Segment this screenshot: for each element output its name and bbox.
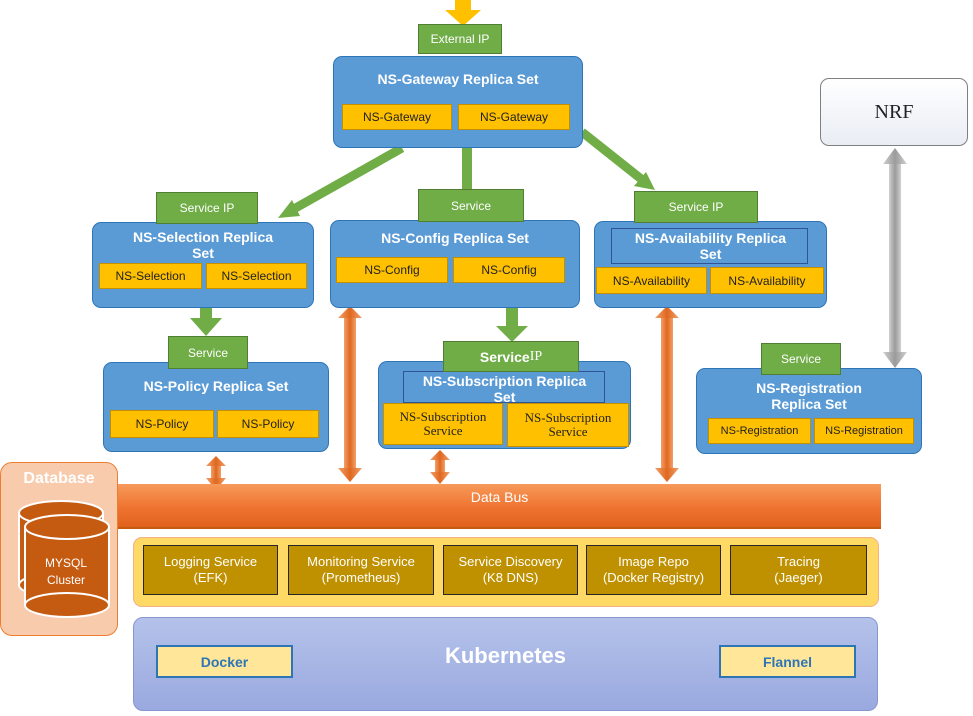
utility-service-discovery: Service Discovery (K8 DNS) — [443, 545, 578, 595]
mysql-cylinder-icon — [18, 500, 110, 618]
subscription-service-ip: Service IP — [443, 341, 579, 372]
utility-discovery-line2: (K8 DNS) — [482, 570, 539, 585]
subscription-databus-arrow — [430, 450, 450, 484]
registration-pod-1: NS-Registration — [708, 418, 811, 444]
docker-label: Docker — [200, 653, 249, 670]
subscription-pod-2-line1: NS-Subscription — [524, 410, 612, 425]
availability-replica-set: NS-Availability Replica Set NS-Availabil… — [594, 221, 827, 308]
selection-service-ip-text: Service IP — [179, 201, 235, 215]
policy-service: Service — [168, 336, 248, 369]
mysql-cluster-label: MYSQL Cluster — [25, 555, 107, 589]
docker-box: Docker — [156, 645, 293, 678]
gateway-replica-set-title: NS-Gateway Replica Set — [377, 71, 539, 87]
external-ip-label: External IP — [418, 24, 502, 54]
config-replica-set-title: NS-Config Replica Set — [381, 230, 529, 246]
availability-service-ip-text: Service IP — [668, 200, 724, 214]
gateway-to-config-arrow — [462, 147, 472, 189]
availability-title-line2: Set — [699, 246, 722, 262]
utility-image-repo: Image Repo (Docker Registry) — [586, 545, 721, 595]
config-databus-arrow — [338, 306, 362, 482]
availability-databus-arrow — [655, 306, 679, 482]
nrf-box: NRF — [820, 78, 968, 146]
availability-pod-1: NS-Availability — [596, 267, 707, 294]
utility-logging-line1: Logging Service — [163, 554, 258, 569]
availability-pod-2: NS-Availability — [710, 267, 824, 294]
database-label: Database — [23, 470, 95, 487]
gateway-to-availability-arrow — [579, 128, 648, 186]
config-replica-set: NS-Config Replica Set NS-Config NS-Confi… — [330, 220, 580, 308]
nrf-registration-arrow — [883, 148, 907, 368]
selection-service-ip: Service IP — [156, 192, 258, 224]
subscription-title-line1: NS-Subscription Replica — [422, 373, 587, 389]
utility-logging: Logging Service (EFK) — [143, 545, 278, 595]
subscription-pod-1-line1: NS-Subscription — [399, 409, 487, 424]
subscription-replica-set-title: NS-Subscription Replica Set — [379, 373, 630, 405]
data-bus: Data Bus — [118, 484, 881, 529]
mysql-label-line1: MYSQL — [44, 556, 87, 570]
availability-replica-set-title: NS-Availability Replica Set — [595, 230, 826, 262]
subscription-pod-1-line2: Service — [423, 423, 463, 438]
utility-tracing-line2: (Jaeger) — [774, 570, 823, 585]
utility-image-repo-line1: Image Repo — [618, 554, 689, 569]
subscription-pod-1: NS-Subscription Service — [383, 403, 503, 445]
subscription-pod-2: NS-Subscription Service — [507, 403, 629, 447]
utility-services-panel: Logging Service (EFK) Monitoring Service… — [133, 537, 879, 607]
external-input-arrow — [445, 0, 481, 26]
subscription-service-ip-rest: IP — [529, 348, 543, 364]
utility-monitoring-line1: Monitoring Service — [307, 554, 415, 569]
subscription-service-ip-bold: Service — [479, 348, 530, 365]
registration-title-line1: NS-Registration — [756, 380, 862, 396]
selection-title-line1: NS-Selection Replica — [132, 229, 274, 245]
utility-logging-line2: (EFK) — [193, 570, 228, 585]
external-ip-text: External IP — [430, 32, 490, 46]
subscription-pod-2-line2: Service — [548, 424, 588, 439]
availability-inner-frame — [611, 228, 808, 264]
selection-replica-set-title: NS-Selection Replica Set — [93, 229, 313, 261]
gateway-pod-1: NS-Gateway — [342, 104, 452, 130]
selection-to-policy-arrow — [190, 306, 222, 336]
subscription-replica-set: NS-Subscription Replica Set NS-Subscript… — [378, 361, 631, 449]
utility-tracing-line1: Tracing — [777, 554, 820, 569]
policy-replica-set: NS-Policy Replica Set NS-Policy NS-Polic… — [103, 362, 329, 452]
availability-service-ip: Service IP — [634, 191, 758, 223]
registration-pod-2: NS-Registration — [814, 418, 914, 444]
selection-pod-2: NS-Selection — [206, 263, 307, 289]
nrf-label: NRF — [874, 100, 914, 123]
selection-pod-1: NS-Selection — [99, 263, 202, 289]
policy-pod-1: NS-Policy — [110, 410, 214, 438]
availability-title-line1: NS-Availability Replica — [634, 230, 787, 246]
kubernetes-panel: Kubernetes Docker Flannel — [133, 617, 878, 711]
kubernetes-title: Kubernetes — [444, 643, 567, 668]
subscription-title-line2: Set — [493, 389, 516, 405]
config-service: Service — [418, 189, 524, 222]
utility-monitoring-line2: (Prometheus) — [321, 570, 401, 585]
gateway-to-selection-arrow — [289, 144, 405, 214]
selection-replica-set: NS-Selection Replica Set NS-Selection NS… — [92, 222, 314, 308]
utility-monitoring: Monitoring Service (Prometheus) — [288, 545, 434, 595]
policy-service-text: Service — [187, 345, 228, 360]
config-pod-1: NS-Config — [336, 257, 448, 283]
registration-title-line2: Replica Set — [771, 396, 847, 412]
selection-title-line2: Set — [192, 245, 214, 261]
registration-replica-set-title: NS-Registration Replica Set — [697, 380, 921, 412]
flannel-label: Flannel — [762, 653, 812, 670]
flannel-box: Flannel — [719, 645, 856, 678]
mysql-label-line2: Cluster — [46, 573, 85, 587]
policy-replica-set-title: NS-Policy Replica Set — [143, 378, 289, 394]
gateway-pod-2: NS-Gateway — [458, 104, 570, 130]
registration-replica-set: NS-Registration Replica Set NS-Registrat… — [696, 368, 922, 454]
config-service-text: Service — [450, 198, 491, 213]
gateway-replica-set: NS-Gateway Replica Set NS-Gateway NS-Gat… — [333, 56, 583, 148]
utility-tracing: Tracing (Jaeger) — [730, 545, 867, 595]
utility-image-repo-line2: (Docker Registry) — [602, 570, 705, 585]
data-bus-label: Data Bus — [470, 489, 529, 505]
config-pod-2: NS-Config — [453, 257, 565, 283]
utility-discovery-line1: Service Discovery — [458, 554, 563, 569]
registration-service: Service — [761, 343, 841, 375]
database-panel: Database MYSQL Cluster — [0, 462, 118, 636]
policy-pod-2: NS-Policy — [217, 410, 319, 438]
config-to-subscription-arrow — [496, 308, 528, 342]
registration-service-text: Service — [780, 352, 821, 366]
